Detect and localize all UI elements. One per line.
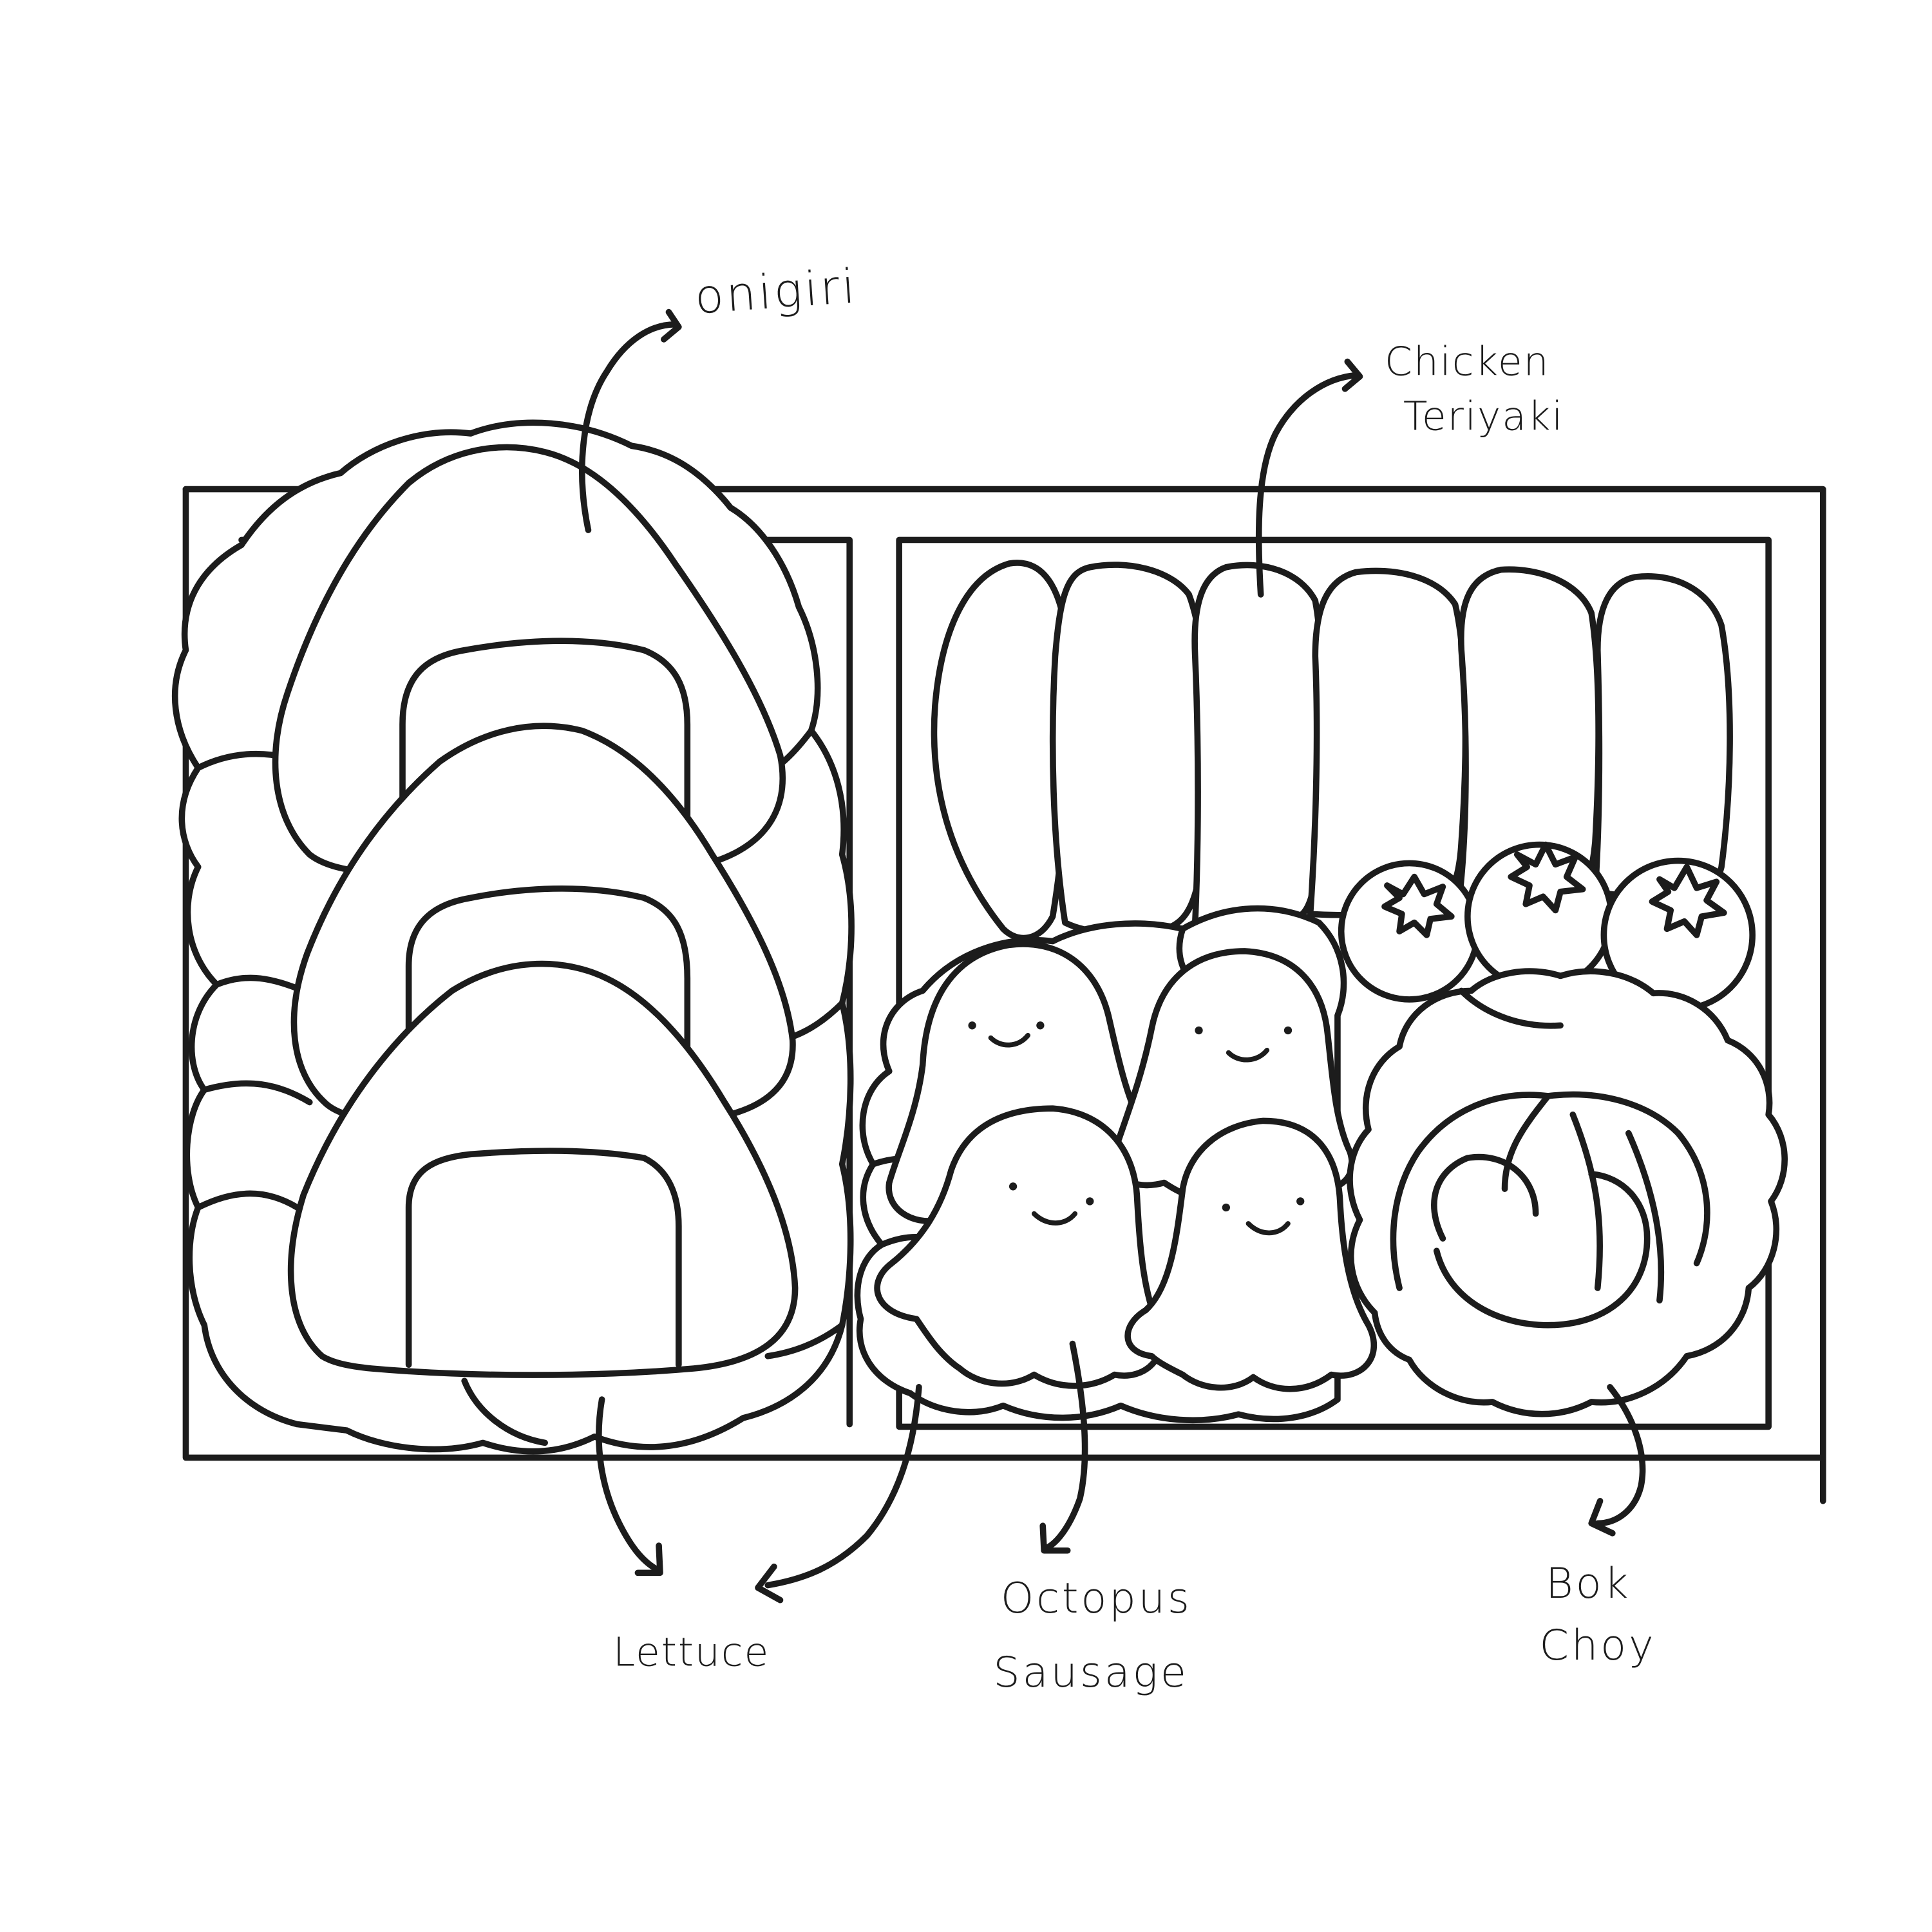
label-onigiri: onigiri — [693, 259, 859, 325]
cherry-tomatoes — [1338, 841, 1756, 1013]
onigiri-leader — [579, 321, 678, 533]
octopus-sausage-bottom-left — [874, 1105, 1164, 1389]
octopus-sausages — [874, 941, 1378, 1392]
label-bokchoy-line2: Choy — [1539, 1621, 1656, 1670]
bokchoy-leader — [1594, 1384, 1646, 1527]
label-chicken-line1: Chicken — [1385, 339, 1550, 385]
octopus-leader — [1043, 1340, 1088, 1551]
label-octopus-line2: Sausage — [993, 1648, 1189, 1697]
lettuce-left-leader — [596, 1396, 662, 1574]
chicken-teriyaki — [931, 560, 1733, 942]
label-lettuce: Lettuce — [613, 1629, 770, 1676]
lettuce-middle-leader — [764, 1384, 922, 1589]
label-octopus-line1: Octopus — [1001, 1574, 1192, 1623]
bok-choy — [1347, 968, 1788, 1417]
onigiri-front — [287, 960, 799, 1446]
octopus-sausage-bottom-right — [1124, 1117, 1378, 1392]
label-bokchoy-line1: Bok — [1546, 1559, 1631, 1608]
labels: onigiri Chicken Teriyaki Lettuce Octopus… — [613, 259, 1656, 1697]
leader-lines — [579, 308, 1646, 1604]
label-chicken-line2: Teriyaki — [1403, 393, 1564, 439]
chicken-leader — [1255, 372, 1359, 598]
